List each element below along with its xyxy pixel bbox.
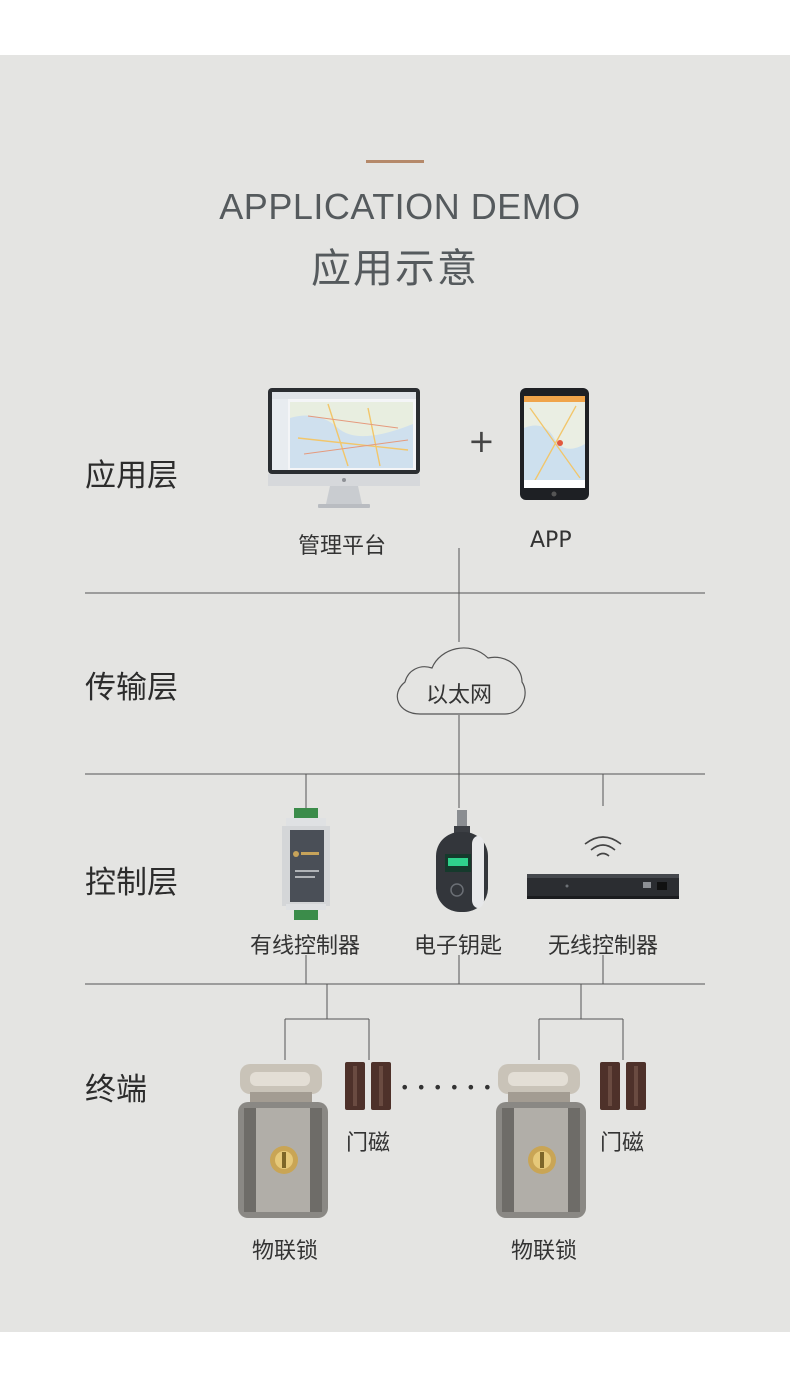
plus-sign: + [468, 422, 495, 460]
door-sensor-icon [600, 1062, 646, 1110]
smart-lock-icon [238, 1064, 328, 1218]
smart-lock-icon [496, 1064, 586, 1218]
ellipsis-indicator: • • • • • • [400, 1078, 494, 1097]
smartphone-icon [520, 388, 589, 500]
layer-label-transport: 传输层 [85, 670, 178, 706]
layer-label-terminal: 终端 [85, 1072, 147, 1108]
diagram-panel [0, 55, 790, 1332]
lock-label-left: 物联锁 [252, 1239, 319, 1264]
door-sensor-icon [345, 1062, 391, 1110]
title-english: APPLICATION DEMO [219, 186, 581, 227]
wireless-controller-icon [527, 874, 679, 899]
app-label: APP [530, 528, 572, 553]
wifi-icon [584, 836, 622, 857]
door-sensor-label-left: 门磁 [346, 1131, 391, 1156]
layer-label-control: 控制层 [85, 865, 178, 901]
wired-controller-icon [282, 808, 330, 920]
cloud-icon [396, 647, 526, 715]
electronic-key-label: 电子钥匙 [414, 934, 503, 959]
monitor-icon [268, 388, 420, 508]
electronic-key-icon [436, 810, 488, 912]
wired-controller-label: 有线控制器 [250, 934, 361, 959]
title-chinese: 应用示意 [311, 246, 479, 292]
network-label: 以太网 [426, 683, 493, 708]
accent-bar [366, 160, 424, 163]
wireless-controller-label: 无线控制器 [548, 934, 659, 959]
door-sensor-label-right: 门磁 [600, 1131, 645, 1156]
platform-label: 管理平台 [298, 534, 387, 559]
layer-label-application: 应用层 [85, 458, 178, 494]
lock-label-right: 物联锁 [511, 1239, 578, 1264]
